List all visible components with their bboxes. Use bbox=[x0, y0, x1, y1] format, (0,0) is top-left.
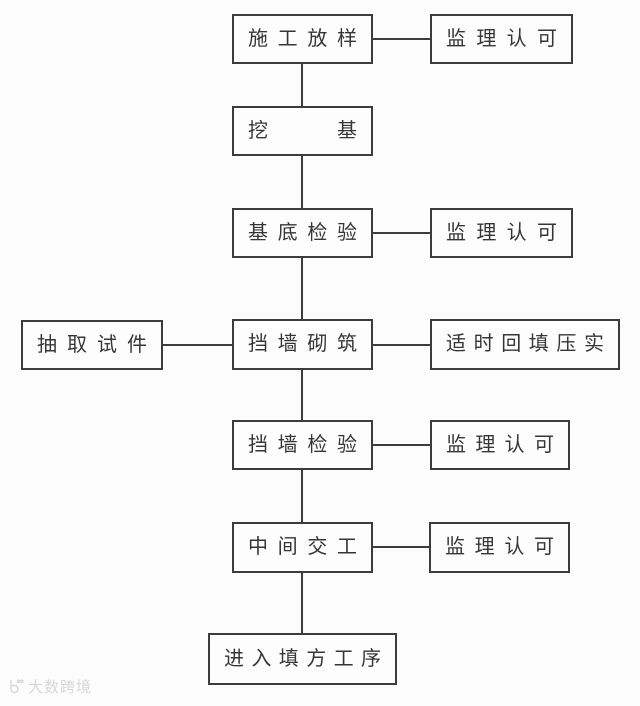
node-supervision-approval-2: 监理认可 bbox=[430, 208, 573, 258]
connector-line bbox=[373, 444, 430, 446]
connector-line bbox=[301, 258, 303, 319]
node-supervision-approval-3: 监理认可 bbox=[430, 420, 570, 470]
node-supervision-approval-1: 监理认可 bbox=[430, 14, 573, 64]
node-construction-layout: 施工放样 bbox=[232, 14, 373, 64]
watermark-logo-icon bbox=[7, 678, 24, 695]
watermark-text: 大数跨境 bbox=[28, 679, 93, 696]
node-fill-process-entry: 进入填方工序 bbox=[208, 633, 397, 685]
connector-line bbox=[163, 344, 232, 346]
node-intermediate-handover: 中间交工 bbox=[232, 522, 373, 573]
node-timely-backfill-compaction: 适时回填压实 bbox=[430, 319, 620, 370]
connector-line bbox=[301, 573, 303, 633]
connector-line bbox=[301, 370, 303, 420]
connector-line bbox=[373, 38, 430, 40]
connector-line bbox=[373, 344, 430, 346]
node-sample-extraction: 抽取试件 bbox=[21, 320, 163, 370]
connector-line bbox=[301, 156, 303, 208]
node-wall-masonry: 挡墙砌筑 bbox=[232, 319, 373, 370]
node-excavation: 挖基 bbox=[232, 106, 373, 156]
node-supervision-approval-4: 监理认可 bbox=[429, 522, 570, 573]
connector-line bbox=[373, 546, 429, 548]
connector-line bbox=[373, 232, 430, 234]
node-wall-inspection: 挡墙检验 bbox=[232, 420, 373, 470]
connector-line bbox=[301, 470, 303, 522]
watermark: 大数跨境 bbox=[7, 676, 92, 697]
node-base-inspection: 基底检验 bbox=[232, 208, 373, 258]
connector-line bbox=[301, 64, 303, 106]
